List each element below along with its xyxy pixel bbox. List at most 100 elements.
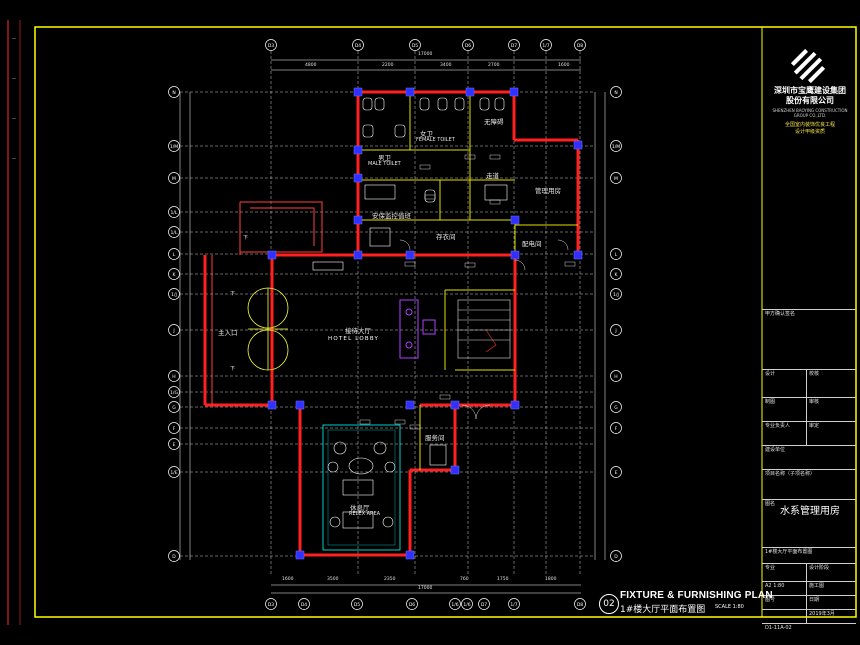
svg-text:D6: D6 <box>465 43 471 49</box>
room-label-female-toilet-en: FEMALE TOILET <box>416 137 455 143</box>
company-name-en: SHENZHEN BAOYING CONSTRUCTION GROUP CO.,… <box>772 108 848 118</box>
axis-bubble-top: D7 <box>508 39 520 51</box>
title-block-row-left: 专业负责人 <box>765 423 791 429</box>
structural-column <box>510 400 520 410</box>
title-block-row-left: 制图 <box>765 399 776 405</box>
axis-bubble-left: E <box>168 438 180 450</box>
structural-column <box>353 215 363 225</box>
svg-text:H: H <box>614 374 617 380</box>
structural-column <box>573 250 583 260</box>
svg-text:N: N <box>172 90 175 96</box>
section-marker <box>404 261 416 267</box>
dimension-bottom: 1750 <box>497 577 509 582</box>
dimension-bottom: 760 <box>460 577 469 582</box>
axis-bubble-left: K <box>168 268 180 280</box>
svg-text:1/M: 1/M <box>170 144 178 150</box>
walls <box>203 90 580 557</box>
door-swings <box>399 239 569 420</box>
title-block-frame <box>761 26 857 618</box>
title-block-row-right: 审定 <box>809 423 820 429</box>
structural-column <box>295 550 305 560</box>
axis-bubble-left: N <box>168 86 180 98</box>
axis-bubble-left: M <box>168 172 180 184</box>
section-marker <box>489 154 501 160</box>
title-block-divider <box>806 610 807 623</box>
room-label-lounge: 休息厅 <box>350 504 370 512</box>
axis-bubble-left: 1/G <box>168 386 180 398</box>
title-block-row-left: D1-11A-02 <box>765 625 792 631</box>
grid-lines <box>180 51 595 575</box>
stair-down-label-1: 下 <box>243 235 249 241</box>
columns <box>267 87 583 560</box>
axis-bubble-left: 1/M <box>168 140 180 152</box>
svg-text:1/L: 1/L <box>171 230 178 236</box>
dimension-bottom: 2350 <box>384 577 396 582</box>
left-margin-text: ———— <box>12 36 16 161</box>
svg-text:D8: D8 <box>577 43 583 49</box>
axis-bubble-top: D4 <box>352 39 364 51</box>
structural-column <box>267 250 277 260</box>
axis-bubble-bottom: 1/6 <box>461 598 473 610</box>
svg-text:1/7: 1/7 <box>542 43 549 49</box>
title-block-row: 图号日期 <box>762 595 856 609</box>
axis-bubble-left: 1/E <box>168 466 180 478</box>
qualification-line-2: 设计甲级资质 <box>794 129 825 135</box>
project-name: 水系管理用房 <box>780 506 840 517</box>
room-label-entrance: 主入口 <box>218 329 238 337</box>
svg-text:—: — <box>12 156 16 161</box>
svg-text:M: M <box>614 176 618 182</box>
title-block-row-left: 1#楼大厅平面布置图 <box>765 549 813 555</box>
svg-text:D8: D8 <box>577 602 583 608</box>
section-marker <box>424 194 436 200</box>
axis-bubble-right: M <box>610 172 622 184</box>
svg-text:K: K <box>615 272 619 278</box>
svg-text:—: — <box>12 76 16 81</box>
section-marker <box>359 419 371 425</box>
svg-text:D4: D4 <box>355 43 361 49</box>
title-block-row: 专业设计阶段 <box>762 563 856 581</box>
room-label-lobby-en: HOTEL LOBBY <box>328 336 380 342</box>
dimension-top: 2700 <box>488 63 500 68</box>
dimension-bottom: 3500 <box>327 577 339 582</box>
section-marker <box>564 261 576 267</box>
title-block-row-left: 图名 <box>765 501 776 507</box>
axis-bubble-left: 1/L <box>168 226 180 238</box>
title-block-divider <box>806 596 807 609</box>
room-label-service: 服务间 <box>425 434 445 442</box>
reception-desk <box>399 299 436 359</box>
section-marker <box>419 164 431 170</box>
title-block-row: 甲方确认签名 <box>762 309 856 369</box>
title-block-row: 制图审核 <box>762 397 856 421</box>
axis-bubble-right: N <box>610 86 622 98</box>
room-label-management: 管理用房 <box>535 187 561 195</box>
entrance-doors <box>247 287 289 371</box>
structural-column <box>353 145 363 155</box>
svg-text:F: F <box>173 426 176 432</box>
title-block-row-right: 设计阶段 <box>809 565 830 571</box>
axis-bubble-bottom: D4 <box>298 598 310 610</box>
axis-bubble-bottom: D6 <box>406 598 418 610</box>
title-block-divider <box>806 398 807 421</box>
svg-text:E: E <box>615 470 618 476</box>
svg-text:1/6: 1/6 <box>451 602 458 608</box>
svg-text:1/M: 1/M <box>612 144 620 150</box>
room-label-lobby: 接待大厅 <box>345 327 371 335</box>
axis-bubble-right: 1/J <box>610 288 622 300</box>
section-markers <box>359 154 576 430</box>
title-block-row: 专业负责人 审定 <box>762 421 856 445</box>
section-marker <box>439 394 451 400</box>
stair-down-label-2: 下 <box>230 291 236 297</box>
room-label-corridor: 走道 <box>486 172 499 180</box>
room-label-male-toilet-en: MALE TOILET <box>368 161 401 167</box>
axis-bubble-right: D <box>610 550 622 562</box>
svg-text:D7: D7 <box>511 43 517 49</box>
company-name-line-2: 股份有限公司 <box>786 96 834 105</box>
svg-text:G: G <box>172 405 176 411</box>
axis-bubble-right: L <box>610 248 622 260</box>
axis-bubble-left: L <box>168 248 180 260</box>
room-label-storage: 存衣间 <box>436 233 456 241</box>
axis-bubble-right: G <box>610 401 622 413</box>
structural-column <box>405 250 415 260</box>
